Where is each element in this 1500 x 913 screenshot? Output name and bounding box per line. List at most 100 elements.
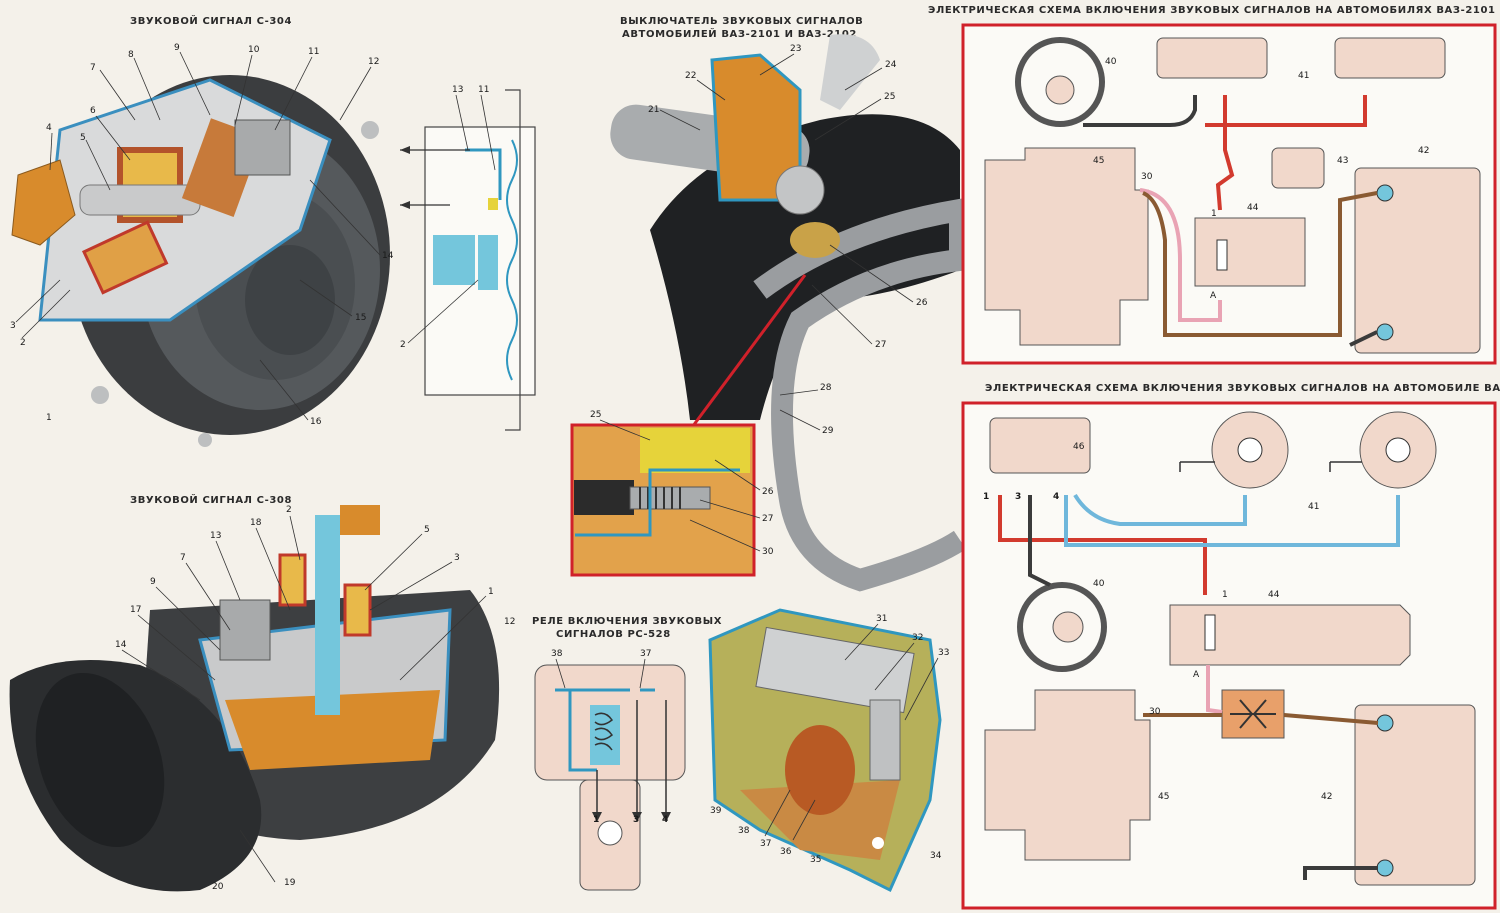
switch-inset: 25 26 27 30 <box>570 410 774 577</box>
terminal-label: 4 <box>1053 492 1059 502</box>
callout: 46 <box>1073 442 1085 452</box>
switch-callouts: 21 22 23 24 25 26 27 28 29 <box>648 44 928 436</box>
callout: 25 <box>590 410 601 420</box>
battery-42 <box>1354 167 1481 354</box>
terminal-label: 4 <box>662 815 668 825</box>
callout: 9 <box>150 577 156 587</box>
relay-rs528: РЕЛЕ ВКЛЮЧЕНИЯ ЗВУКОВЫХ СИГНАЛОВ РС-528 … <box>532 616 722 891</box>
callout: 41 <box>1298 71 1309 81</box>
battery-42 <box>1354 704 1476 886</box>
callout: 37 <box>640 649 651 659</box>
callout: 29 <box>822 426 834 436</box>
callout: 30 <box>762 547 774 557</box>
callout: 18 <box>250 518 262 528</box>
section-coil <box>433 235 475 285</box>
fuse-box-44 <box>1194 217 1306 287</box>
scheme-2101-callouts: 40 41 43 42 45 30 44 1 А <box>1093 57 1429 301</box>
callout: 26 <box>762 487 774 497</box>
horn-c308-contacts <box>219 599 271 661</box>
callout: 41 <box>1308 502 1319 512</box>
callout: 13 <box>452 85 463 95</box>
title-switch-line1: ВЫКЛЮЧАТЕЛЬ ЗВУКОВЫХ СИГНАЛОВ <box>620 16 863 27</box>
relay-photo: 31 32 33 34 35 36 37 38 39 <box>708 608 949 893</box>
callout: 2 <box>20 338 26 348</box>
callout: 20 <box>212 882 224 892</box>
terminal-label: 3 <box>1015 492 1021 502</box>
callout: 3 <box>454 553 460 563</box>
steering-wheel-rim <box>753 197 971 592</box>
scheme-2101: ЭЛЕКТРИЧЕСКАЯ СХЕМА ВКЛЮЧЕНИЯ ЗВУКОВЫХ С… <box>928 5 1500 365</box>
callout: 22 <box>685 71 696 81</box>
callout: 35 <box>810 855 821 865</box>
callout: 11 <box>308 47 319 57</box>
callout: 21 <box>648 105 659 115</box>
callout: 15 <box>355 313 366 323</box>
callout: 38 <box>738 826 750 836</box>
callout: 26 <box>916 298 928 308</box>
relay-46 <box>989 417 1091 474</box>
callout: 19 <box>284 878 296 888</box>
horn-c304-section: 13 11 2 <box>400 85 536 431</box>
fuse-box-44 <box>1169 604 1411 666</box>
callout: 43 <box>1337 156 1348 166</box>
callout: 5 <box>424 525 430 535</box>
callout: 42 <box>1321 792 1332 802</box>
callout: 16 <box>310 417 322 427</box>
section-contact <box>488 198 498 210</box>
generator-45 <box>984 689 1151 861</box>
callout: 11 <box>478 85 489 95</box>
scheme-2103: ЭЛЕКТРИЧЕСКАЯ СХЕМА ВКЛЮЧЕНИЯ ЗВУКОВЫХ С… <box>961 383 1500 910</box>
steering-wheel-40 <box>1015 37 1105 127</box>
title-scheme-2101: ЭЛЕКТРИЧЕСКАЯ СХЕМА ВКЛЮЧЕНИЯ ЗВУКОВЫХ С… <box>928 5 1500 16</box>
title-horn-c308: ЗВУКОВОЙ СИГНАЛ С-308 <box>130 493 292 506</box>
terminal-label: 1 <box>593 815 599 825</box>
terminal-label: 1 <box>983 492 989 502</box>
callout: А <box>1193 670 1200 680</box>
horn-41-left <box>1156 37 1268 79</box>
generator-45 <box>984 147 1149 346</box>
callout: 7 <box>180 553 186 563</box>
callout: 40 <box>1105 57 1117 67</box>
callout: 45 <box>1093 156 1104 166</box>
switch-stalk <box>820 34 880 110</box>
inset-pointer <box>688 274 807 431</box>
relay-43 <box>1271 147 1325 189</box>
section-diaphragm <box>506 139 518 381</box>
callout: 40 <box>1093 579 1105 589</box>
callout: 38 <box>551 649 563 659</box>
switch-contact-plate <box>790 222 840 258</box>
callout: 30 <box>1141 172 1153 182</box>
callout: 34 <box>930 851 942 861</box>
callout: 10 <box>248 45 260 55</box>
relay-coil-winding <box>785 725 855 815</box>
callout: 7 <box>90 63 96 73</box>
horn-c308-core <box>315 515 340 715</box>
callout: 12 <box>504 617 515 627</box>
callout: 44 <box>1247 203 1259 213</box>
horn-c304-terminal-block <box>234 119 291 176</box>
title-relay-line2: СИГНАЛОВ РС-528 <box>556 629 671 640</box>
callout: 45 <box>1158 792 1169 802</box>
callout: 17 <box>130 605 141 615</box>
callout: 36 <box>780 847 792 857</box>
callout: 1 <box>488 587 494 597</box>
horn-c308-resonator <box>225 690 440 770</box>
horn-c304-core <box>79 184 201 216</box>
title-switch-line2: АВТОМОБИЛЕЙ ВАЗ-2101 И ВАЗ-2102 <box>622 27 857 40</box>
callout: 25 <box>884 92 895 102</box>
callout: 44 <box>1268 590 1280 600</box>
callout: 4 <box>46 123 52 133</box>
callout: 1 <box>46 413 52 423</box>
callout: 14 <box>382 251 394 261</box>
title-relay-line1: РЕЛЕ ВКЛЮЧЕНИЯ ЗВУКОВЫХ <box>532 616 722 627</box>
callout: 3 <box>10 321 16 331</box>
horn-c304-callouts: 1 2 3 4 5 6 7 8 9 10 11 12 14 15 16 <box>10 43 394 427</box>
callout: 1 <box>1211 209 1217 219</box>
terminal-label: 3 <box>633 815 639 825</box>
callout: 39 <box>710 806 722 816</box>
callout: 14 <box>115 640 127 650</box>
callout: 31 <box>876 614 887 624</box>
callout: 24 <box>885 60 897 70</box>
